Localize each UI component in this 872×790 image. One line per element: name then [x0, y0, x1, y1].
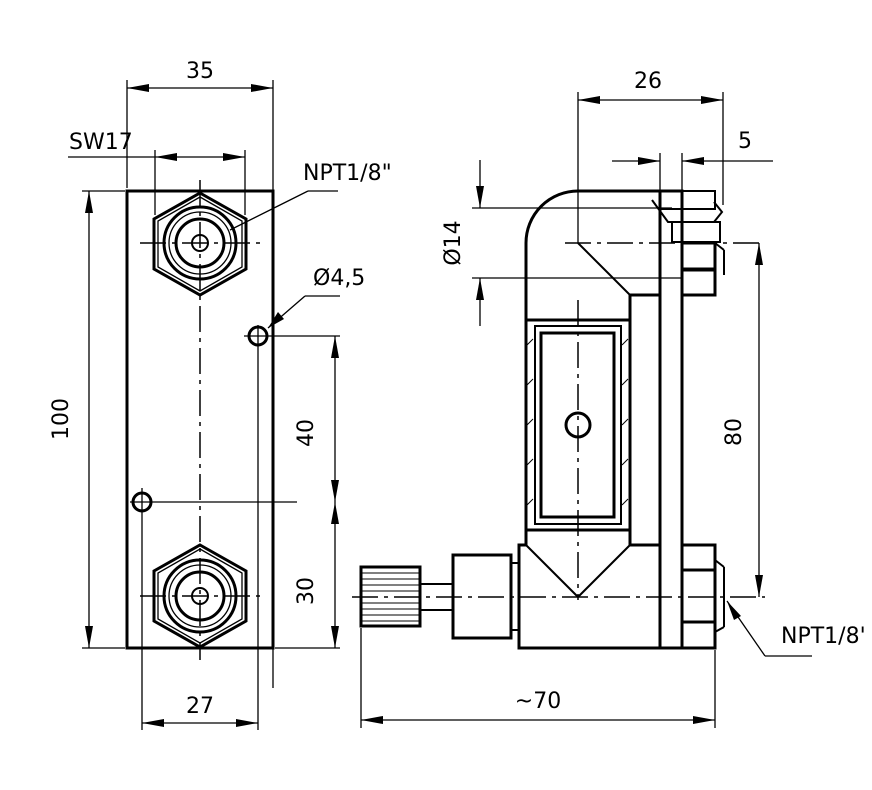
hole-label: Ø4,5	[313, 266, 365, 291]
thread-leader-side: NPT1/8'	[726, 600, 866, 657]
float-indicator	[564, 411, 592, 439]
dim-hole-distance-label: 27	[186, 694, 214, 719]
dim-hole-offset: 30	[275, 502, 340, 649]
thread-label-front: NPT1/8"	[303, 161, 392, 186]
dim-depth: 26	[577, 69, 724, 243]
dim-offset: 5	[612, 129, 773, 191]
dim-diameter: Ø14	[441, 160, 682, 326]
thread-leader-front: NPT1/8"	[229, 161, 392, 231]
top-elbow	[524, 189, 765, 545]
dim-overall-length-label: ~70	[515, 689, 561, 714]
dim-height: 100	[49, 190, 125, 649]
needle-valve	[359, 553, 520, 640]
dim-port-spacing-label: 80	[722, 418, 747, 446]
dim-height-label: 100	[49, 398, 74, 440]
dim-width-label: 35	[186, 59, 214, 84]
dim-port-spacing: 80	[722, 243, 763, 597]
dim-hole-spacing: 40	[294, 336, 339, 502]
dim-diameter-label: Ø14	[441, 220, 466, 265]
thread-label-side: NPT1/8'	[781, 624, 866, 649]
top-port-fitting	[651, 190, 725, 297]
dim-overall-length: ~70	[360, 628, 716, 728]
bottom-hex-fitting	[140, 543, 262, 649]
sight-glass	[524, 300, 632, 600]
side-view: 26 5 Ø14 80	[352, 69, 866, 728]
valve-knob	[359, 565, 422, 628]
dim-hex: SW17	[68, 130, 246, 215]
dim-hole-offset-label: 30	[294, 577, 319, 605]
dim-width: 35	[126, 59, 274, 688]
dim-hole-spacing-label: 40	[294, 419, 319, 447]
hole-leader: Ø4,5	[267, 266, 365, 329]
dim-hex-label: SW17	[69, 130, 133, 155]
mounting-plate	[658, 189, 684, 650]
bottom-body	[352, 530, 765, 650]
dim-hole-distance: 27	[141, 325, 259, 730]
dim-depth-label: 26	[634, 69, 662, 94]
top-hex-fitting	[140, 191, 262, 297]
dim-offset-label: 5	[738, 129, 752, 154]
front-view: 35 SW17 100 40	[49, 59, 392, 730]
bottom-port-fitting	[680, 543, 725, 650]
